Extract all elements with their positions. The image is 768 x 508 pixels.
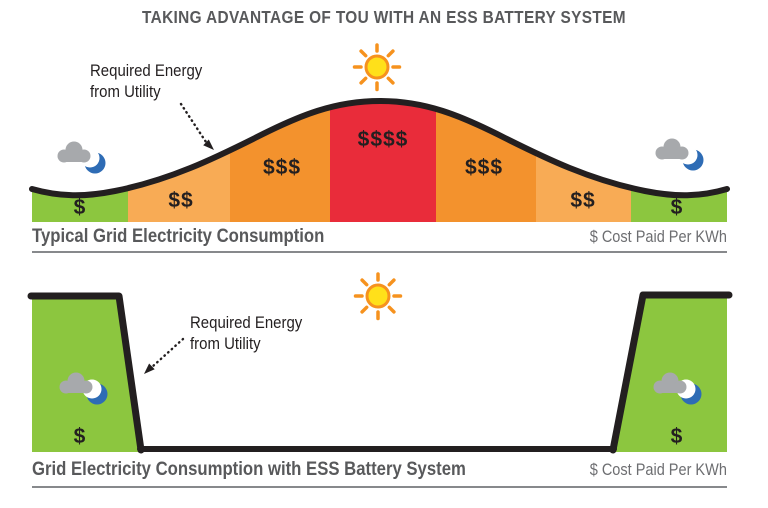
bottom-chart-title: Grid Electricity Consumption with ESS Ba…	[32, 459, 466, 480]
cost-label: $	[670, 425, 684, 448]
cloud-moon-icon	[59, 372, 108, 405]
cost-label: $	[670, 196, 684, 219]
divider-rule	[32, 251, 727, 253]
cost-label: $$$$	[357, 128, 409, 151]
bottom-chart-footer: Grid Electricity Consumption with ESS Ba…	[32, 459, 727, 481]
cost-label: $$$	[262, 156, 302, 179]
top-chart-graphic	[29, 43, 730, 222]
cloud-moon-icon	[653, 372, 702, 405]
sun-icon	[352, 43, 402, 92]
leader-arrow	[179, 102, 214, 150]
cost-label: $$	[168, 189, 194, 212]
bottom-chart-graphic	[27, 272, 733, 454]
block-edge-left	[27, 292, 145, 454]
cost-label: $	[73, 425, 87, 448]
sun-icon	[353, 272, 403, 321]
cloud-moon-icon	[57, 141, 106, 174]
divider-rule	[32, 486, 727, 488]
required-energy-label: Required Energy from Utility	[190, 313, 303, 353]
cloud-moon-icon	[655, 138, 704, 171]
required-energy-label: Required Energy from Utility	[90, 61, 203, 101]
page-title: TAKING ADVANTAGE OF TOU WITH AN ESS BATT…	[142, 7, 626, 27]
top-chart-title: Typical Grid Electricity Consumption	[32, 226, 325, 247]
segment-peak	[330, 101, 436, 222]
cost-label: $$	[570, 189, 596, 212]
cost-axis-label: $ Cost Paid Per KWh	[589, 461, 727, 479]
leader-arrow	[144, 337, 185, 374]
demand-curve	[29, 97, 730, 199]
cost-label: $	[73, 196, 87, 219]
top-chart-footer: Typical Grid Electricity Consumption $ C…	[32, 226, 727, 248]
block-edge-right	[609, 291, 733, 454]
cost-axis-label: $ Cost Paid Per KWh	[589, 228, 727, 246]
cost-label: $$$	[464, 156, 504, 179]
offpeak-block-right	[612, 293, 727, 452]
offpeak-block-left	[32, 293, 142, 452]
